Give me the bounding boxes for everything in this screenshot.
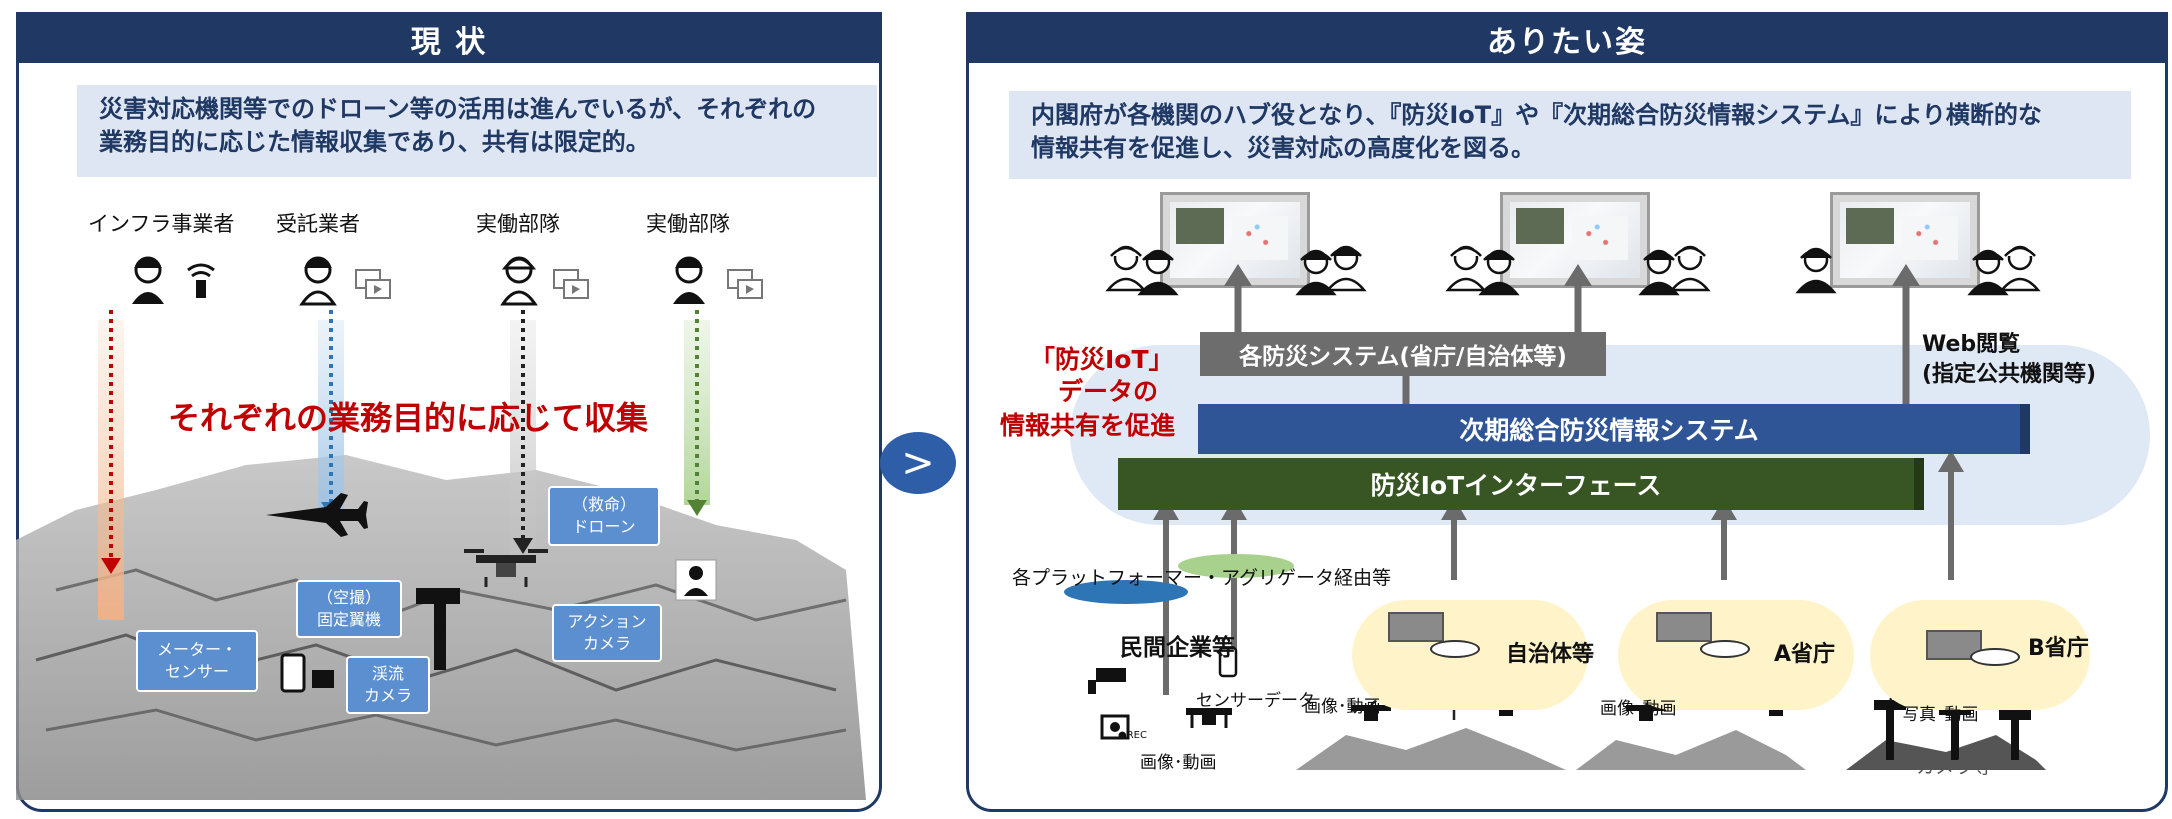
current-state-summary-line2: 業務目的に応じた情報収集であり、共有は限定的。 <box>99 128 650 156</box>
rec-label: ●REC <box>1118 730 1147 741</box>
viewer-icon-3 <box>1295 249 1337 296</box>
ministry-a-images-label: 画像･動画 <box>1600 699 1677 719</box>
transition-arrow-button: > <box>880 432 956 494</box>
server-icon-municipality <box>1388 612 1444 642</box>
hub-disc-icon-ministry-b <box>1970 648 2020 666</box>
callout-action-camera: アクション カメラ <box>552 604 662 662</box>
designated-agencies-label: (指定公共機関等) <box>1922 362 2097 387</box>
stream-camera-icon <box>416 588 460 670</box>
hub-disc-icon-ministry-a <box>1700 640 1750 658</box>
viewer-icon-9 <box>1795 247 1837 294</box>
viewer-icon-1 <box>1105 245 1147 292</box>
iot-label-line3: 情報共有を促進 <box>1000 411 1176 440</box>
sensor-data-label: センサーデータ <box>1196 691 1315 711</box>
cctv-camera-icon <box>1088 668 1126 694</box>
bottom-images-label: 画像･動画 <box>1140 753 1217 773</box>
next-gen-system-bar: 次期総合防災情報システム <box>1198 404 2030 454</box>
video-file-icon-3 <box>727 269 763 299</box>
drone-icon-private <box>1186 708 1232 728</box>
ministry-b-photos-label: 写真･動画 <box>1902 705 1979 725</box>
viewer-icon-11 <box>1999 245 2041 292</box>
callout-fixed-wing: （空撮） 固定翼機 <box>296 580 402 638</box>
monitor-screen-1 <box>1160 192 1310 288</box>
iot-label-line2: データの <box>1058 377 1159 406</box>
viewer-icon-4 <box>1325 245 1367 292</box>
private-images-label: 画像･動画 <box>1304 697 1381 717</box>
collection-message: それぞれの業務目的に応じて収集 <box>168 399 649 437</box>
actor-label-field-unit-1: 実働部隊 <box>476 212 560 236</box>
ministry-b-label: B省庁 <box>2028 636 2089 661</box>
iot-label-line1: 「防災IoT」 <box>1030 345 1174 374</box>
smartphone-icon <box>280 653 306 693</box>
actor-label-contractor: 受託業者 <box>276 212 360 236</box>
recorder-icon <box>1100 714 1130 740</box>
disaster-systems-bar: 各防災システム(省庁/自治体等) <box>1200 332 1606 376</box>
viewer-icon-7 <box>1638 249 1680 296</box>
callout-meter-sensor: メーター・ センサー <box>136 630 258 692</box>
web-browse-label: Web閲覧 <box>1922 332 2021 357</box>
viewer-icon-8 <box>1669 245 1711 292</box>
viewer-icon-10 <box>1967 249 2009 296</box>
private-companies-label: 民間企業等 <box>1120 635 1235 661</box>
current-state-illustration <box>16 256 866 800</box>
transition-arrow-icon: > <box>901 440 935 486</box>
current-state-title: 現 状 <box>19 15 879 63</box>
monitor-screen-2 <box>1500 192 1650 288</box>
desired-state-title: ありたい姿 <box>969 15 2165 63</box>
platform-label: 各プラットフォーマー・アグリゲータ経由等 <box>1012 567 1392 589</box>
actor-label-infrastructure: インフラ事業者 <box>88 212 235 236</box>
actor-label-field-unit-2: 実働部隊 <box>646 212 730 236</box>
platform-ellipse-green <box>1178 554 1294 578</box>
desired-state-illustration <box>1064 245 2046 770</box>
worker-icon-field-2 <box>673 256 705 304</box>
server-icon-ministry-a <box>1656 612 1712 642</box>
platform-ellipse-blue <box>1064 580 1188 604</box>
meter-icon <box>312 670 334 688</box>
current-state-summary: 災害対応機関等でのドローン等の活用は進んでいるが、それぞれの 業務目的に応じた情… <box>77 85 877 177</box>
hub-disc-icon-municipality <box>1430 640 1480 658</box>
desired-state-summary: 内閣府が各機関のハブ役となり、『防災IoT』や『次期総合防災情報システム』により… <box>1009 91 2131 179</box>
phone-icon-private <box>1218 646 1238 678</box>
worker-icon-contractor <box>299 256 337 306</box>
video-file-icon-2 <box>553 269 589 299</box>
viewer-icon-5 <box>1445 245 1487 292</box>
iot-interface-bar: 防災IoTインターフェース <box>1118 458 1924 510</box>
video-file-icon-1 <box>355 269 391 299</box>
current-state-summary-line1: 災害対応機関等でのドローン等の活用は進んでいるが、それぞれの <box>99 95 817 123</box>
drone-icon <box>464 549 548 587</box>
desired-state-summary-line1: 内閣府が各機関のハブ役となり、『防災IoT』や『次期総合防災情報システム』により… <box>1031 101 2042 129</box>
callout-rescue-drone: （救命） ドローン <box>548 486 660 546</box>
desired-state-summary-line2: 情報共有を促進し、災害対応の高度化を図る。 <box>1031 134 1535 162</box>
camera-etc-label: カメラ等 <box>1916 756 1993 778</box>
person-icon <box>675 559 717 601</box>
ministry-a-label: A省庁 <box>1774 642 1836 667</box>
airplane-icon <box>266 493 368 537</box>
worker-icon-infrastructure <box>132 256 164 304</box>
worker-icon-field-1 <box>500 256 538 306</box>
wireless-sensor-icon <box>187 263 215 298</box>
callout-stream-camera: 渓流 カメラ <box>346 656 430 714</box>
municipality-label: 自治体等 <box>1506 642 1595 667</box>
viewer-icon-6 <box>1478 249 1520 296</box>
viewer-icon-2 <box>1137 249 1179 296</box>
